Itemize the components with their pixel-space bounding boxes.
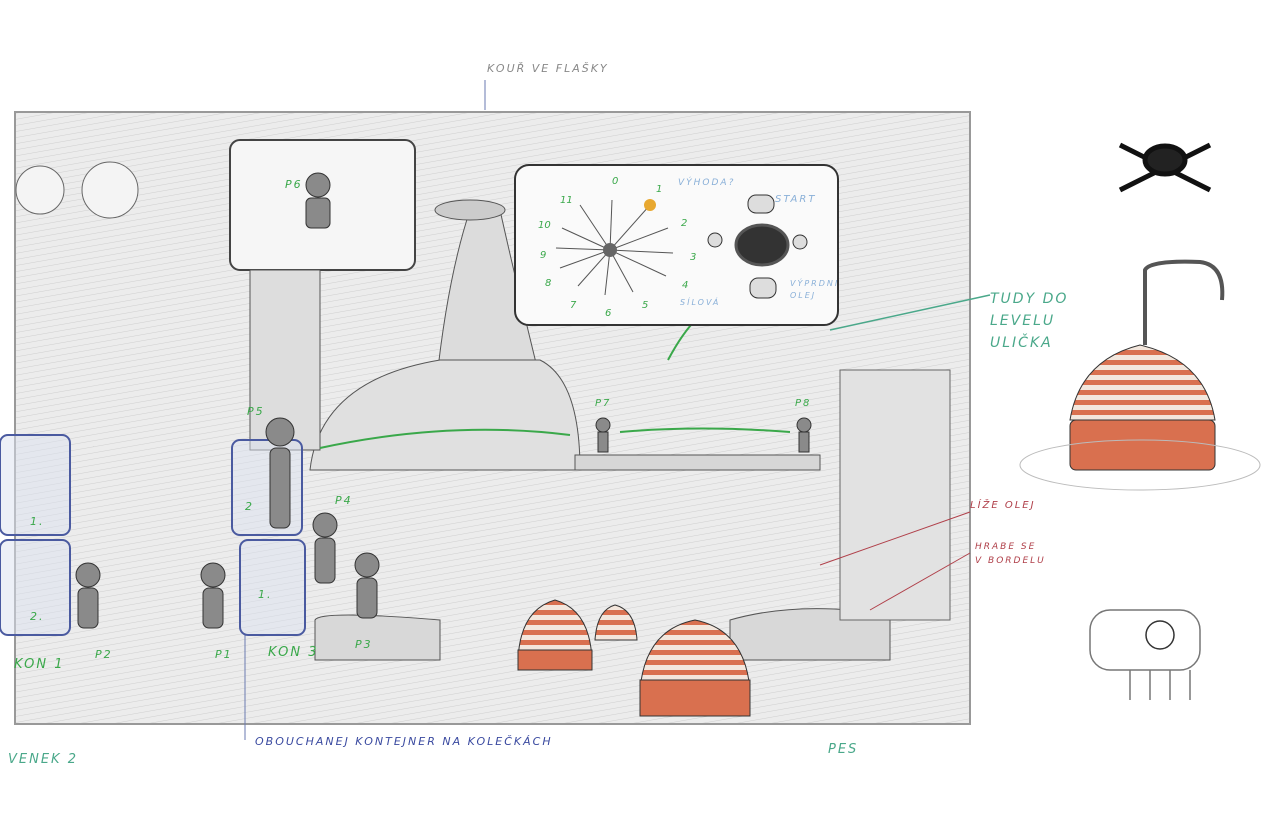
panel-number: 8 — [545, 278, 552, 289]
marker-kon3: KON 3 — [268, 645, 319, 660]
panel-oil-line: VÝPRDNI — [790, 279, 840, 288]
marker-p5: P5 — [247, 405, 265, 418]
robots — [75, 172, 812, 629]
skull-crossbones-icon — [1118, 142, 1212, 193]
dog-sketch — [1089, 609, 1201, 700]
note-to-level: TUDY DO LEVELU ULIČKA — [990, 288, 1068, 354]
marker-p6: P6 — [285, 178, 303, 191]
note-line: HRABE SE — [975, 542, 1037, 552]
panel-number: 0 — [612, 176, 619, 187]
note-line: V BORDELU — [975, 556, 1046, 566]
note-dog: PES — [828, 742, 859, 757]
oil-machines — [517, 259, 1261, 717]
note-container: OBOUCHANEJ KONTEJNER NA KOLEČKÁCH — [255, 735, 553, 748]
note-smoke: KOUŘ VE FLAŠKY — [487, 62, 609, 75]
panel-number: 1 — [656, 184, 663, 195]
note-line: ULIČKA — [990, 335, 1053, 351]
panel-oil-line: OLEJ — [790, 291, 817, 300]
factory-sketch — [14, 80, 991, 740]
note-licks-oil: LÍŽE OLEJ — [970, 500, 1036, 511]
panel-number: 2 — [681, 218, 688, 229]
container-label: 1. — [30, 515, 45, 528]
marker-p4: P4 — [335, 494, 353, 507]
panel-number: 11 — [560, 195, 573, 206]
panel-power: SÍLOVÁ — [680, 298, 721, 307]
panel-number: 5 — [642, 300, 649, 311]
panel-start: START — [775, 194, 817, 205]
note-exit: VENEK 2 — [8, 752, 78, 767]
panel-number: 4 — [682, 280, 689, 291]
container-label: 2 — [245, 500, 254, 513]
note-line: LEVELU — [990, 313, 1056, 329]
container-label: 1. — [258, 588, 273, 601]
panel-number: 3 — [690, 252, 697, 263]
panel-number: 9 — [540, 250, 547, 261]
panel-oil: VÝPRDNI OLEJ — [790, 278, 839, 302]
control-panel — [514, 164, 839, 326]
container-label: 2. — [30, 610, 45, 623]
note-line: TUDY DO — [990, 291, 1069, 307]
panel-number: 10 — [538, 220, 551, 231]
panel-number: 6 — [605, 308, 612, 319]
marker-p7: P7 — [595, 398, 612, 409]
panel-number: 7 — [570, 300, 577, 311]
marker-kon1: KON 1 — [14, 657, 65, 672]
marker-p1: P1 — [215, 648, 233, 661]
note-digs: HRABE SE V BORDELU — [975, 540, 1046, 568]
marker-p8: P8 — [795, 398, 812, 409]
panel-hint: VÝHODA? — [678, 178, 736, 188]
marker-p3: P3 — [355, 638, 373, 651]
marker-p2: P2 — [95, 648, 113, 661]
